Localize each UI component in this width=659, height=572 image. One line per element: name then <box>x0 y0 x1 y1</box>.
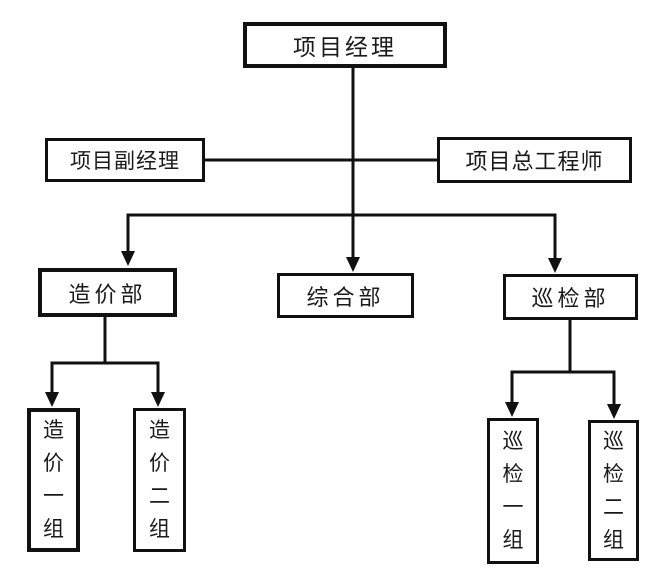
node-inspection-group-1: 巡 检 一 组 <box>487 418 539 564</box>
node-label: 造 价 二 组 <box>149 419 170 541</box>
node-cost-group-1: 造 价 一 组 <box>27 408 80 552</box>
node-general-department: 综合部 <box>277 273 414 318</box>
node-label: 巡检部 <box>531 286 610 311</box>
node-label: 项目总工程师 <box>465 149 604 174</box>
arrowhead-inspection-group-2 <box>607 404 621 419</box>
node-deputy-project-manager: 项目副经理 <box>45 138 205 182</box>
node-label: 综合部 <box>306 284 385 310</box>
arrowhead-inspection-dept <box>548 258 562 273</box>
node-cost-group-2: 造 价 二 组 <box>133 408 186 552</box>
node-label: 巡 检 二 组 <box>603 429 624 552</box>
node-label: 造 价 一 组 <box>43 419 64 541</box>
node-project-manager: 项目经理 <box>243 22 447 68</box>
node-inspection-group-2: 巡 检 二 组 <box>588 420 639 561</box>
arrowhead-cost-group-2 <box>151 392 165 407</box>
arrowhead-general-dept <box>346 257 360 272</box>
node-project-chief-engineer: 项目总工程师 <box>437 137 632 183</box>
node-label: 造价部 <box>68 281 147 307</box>
node-label: 巡 检 一 组 <box>502 430 524 552</box>
node-cost-department: 造价部 <box>38 268 177 317</box>
node-inspection-department: 巡检部 <box>503 274 638 320</box>
node-label: 项目经理 <box>293 34 397 60</box>
arrowhead-cost-group-1 <box>45 392 59 407</box>
node-label: 项目副经理 <box>70 150 180 173</box>
arrowhead-cost-dept <box>121 251 135 266</box>
arrowhead-inspection-group-1 <box>505 402 519 417</box>
